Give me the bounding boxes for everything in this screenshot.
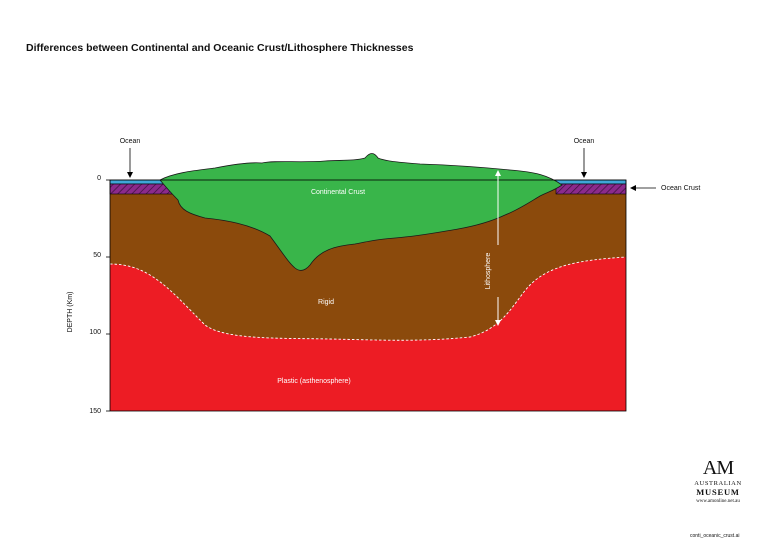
plastic-label: Plastic (asthenosphere) — [277, 378, 351, 385]
asthenosphere-layer — [110, 257, 626, 411]
ocean-right — [555, 179, 627, 185]
lithosphere-arrow-head-top — [495, 170, 501, 176]
ocean-left-arrow-head — [127, 172, 133, 178]
tick-label-50: 50 — [93, 252, 101, 259]
file-name: conti_oceanic_crust.ai — [690, 533, 740, 539]
tick-label-100: 100 — [89, 329, 101, 336]
logo-line2: MUSEUM — [696, 487, 740, 497]
lithosphere-boundary-dashed — [109, 256, 627, 341]
ocean-crust-right — [555, 183, 627, 195]
ocean-right-arrow-head — [581, 172, 587, 178]
logo-mark: AM — [702, 457, 734, 479]
tick-label-0: 0 — [97, 175, 101, 182]
tick-label-150: 150 — [89, 408, 101, 415]
continental-crust — [159, 153, 563, 271]
ocean-crust-label: Ocean Crust — [661, 185, 700, 192]
logo-url: www.amonline.net.au — [696, 499, 740, 504]
lithosphere-arrow-head-bottom — [495, 320, 501, 326]
continental-crust-label: Continental Crust — [311, 189, 365, 196]
section-outline — [109, 179, 627, 412]
lithosphere-label: Lithosphere — [485, 253, 492, 290]
depth-axis-label: DEPTH (Km) — [67, 292, 74, 333]
logo-line1: AUSTRALIAN — [694, 480, 742, 487]
rigid-label: Rigid — [318, 299, 334, 306]
ocean-left-label: Ocean — [120, 138, 141, 145]
museum-logo: AM AUSTRALIAN MUSEUM www.amonline.net.au — [688, 458, 748, 504]
page-title: Differences between Continental and Ocea… — [26, 42, 414, 54]
ocean-right-label: Ocean — [574, 138, 595, 145]
ocean-crust-arrow-head — [630, 185, 636, 191]
